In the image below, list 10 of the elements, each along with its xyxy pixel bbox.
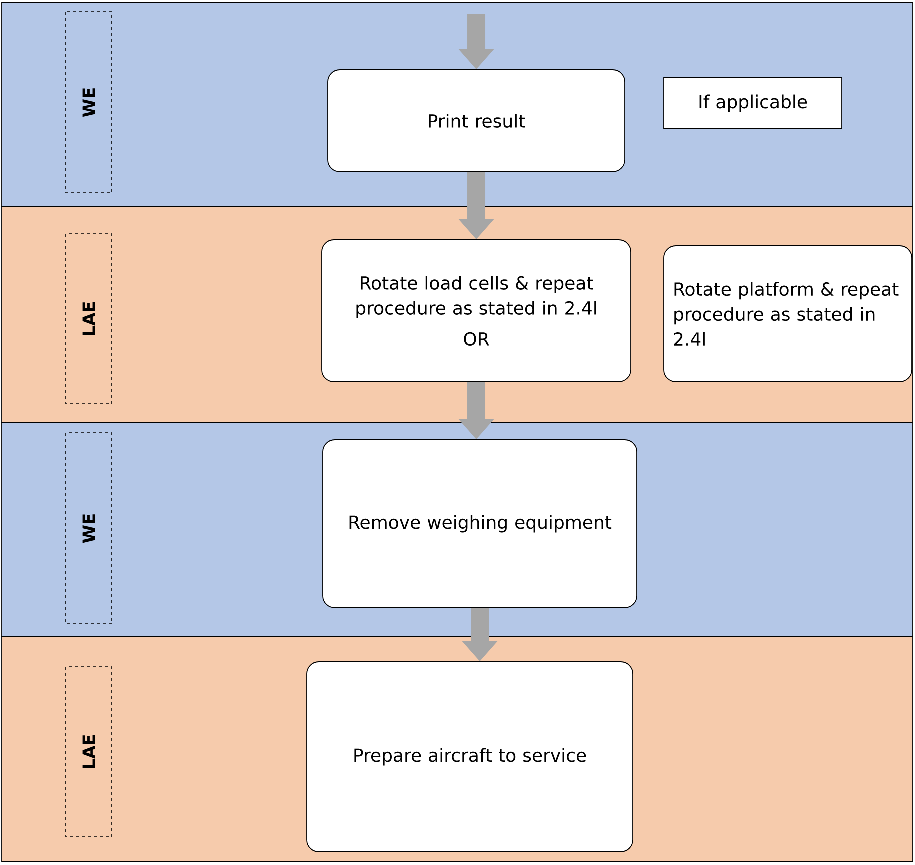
lane-label: LAE <box>66 666 112 838</box>
lane-label: WE <box>66 12 112 194</box>
lane-label: WE <box>66 432 112 624</box>
process-box: Rotate load cells & repeat procedure as stated in 2.4l OR <box>322 240 632 382</box>
note-box: If applicable <box>664 78 842 130</box>
process-box: Rotate platform & repeat procedure as stated in 2.4l <box>664 246 912 382</box>
process-box: Remove weighing equipment <box>322 440 638 608</box>
lane-label: LAE <box>66 234 112 404</box>
process-box: Print result <box>328 70 626 172</box>
process-box: Prepare aircraft to service <box>306 662 634 852</box>
